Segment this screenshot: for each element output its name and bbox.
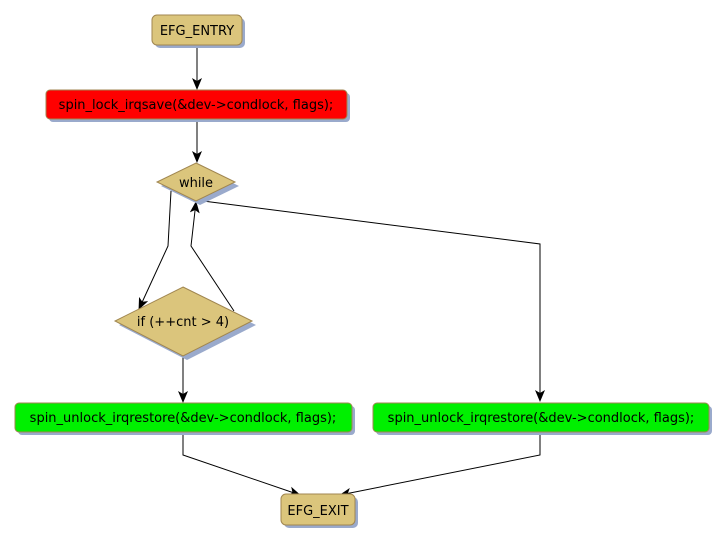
node-label: EFG_EXIT (287, 504, 348, 519)
edge-while-to-if (138, 190, 172, 310)
node-box (45, 89, 348, 120)
node-spin-unlock-irqrestore-left[interactable]: spin_unlock_irqrestore(&dev->condlock, f… (14, 402, 355, 435)
node-label: spin_unlock_irqrestore(&dev->condlock, f… (30, 411, 337, 426)
node-label: while (179, 176, 213, 191)
node-efg-entry[interactable]: EFG_ENTRY (151, 14, 245, 48)
node-box (14, 402, 353, 433)
edge-if-to-while (189, 201, 235, 312)
node-while-decision[interactable]: while (155, 162, 239, 205)
node-diamond (113, 286, 254, 357)
node-label: if (++cnt > 4) (137, 315, 229, 330)
node-label: spin_unlock_irqrestore(&dev->condlock, f… (388, 411, 695, 426)
edge-unlock-left-to-exit (182, 432, 301, 497)
node-spin-unlock-irqrestore-right[interactable]: spin_unlock_irqrestore(&dev->condlock, f… (372, 402, 712, 435)
node-box (372, 402, 710, 433)
edges (138, 45, 545, 498)
node-box (151, 14, 243, 46)
edge-while-to-unlock-right (202, 200, 545, 402)
node-diamond (155, 162, 237, 202)
node-if-decision[interactable]: if (++cnt > 4) (113, 286, 256, 360)
node-spin-lock-irqsave[interactable]: spin_lock_irqsave(&dev->condlock, flags)… (45, 89, 350, 122)
node-label: spin_lock_irqsave(&dev->condlock, flags)… (59, 98, 334, 113)
node-efg-exit[interactable]: EFG_EXIT (280, 493, 358, 528)
node-label: EFG_ENTRY (160, 24, 234, 39)
edge-unlock-right-to-exit (339, 432, 541, 498)
node-box (280, 493, 356, 526)
